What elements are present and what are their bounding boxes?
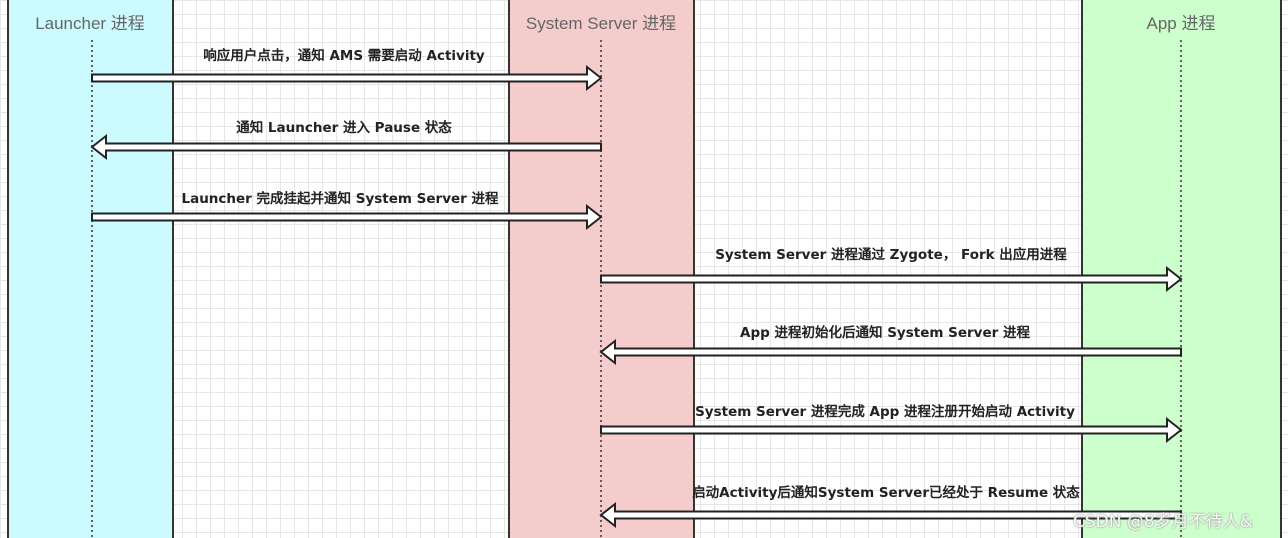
message-arrow-2 <box>90 133 602 161</box>
message-label-6: System Server 进程完成 App 进程注册开始启动 Activity <box>695 404 1075 420</box>
launcher-lane <box>7 0 174 538</box>
system-server-lane <box>508 0 695 538</box>
message-label-1: 响应用户点击，通知 AMS 需要启动 Activity <box>203 48 485 64</box>
message-label-2: 通知 Launcher 进入 Pause 状态 <box>236 120 452 136</box>
message-arrow-7 <box>599 501 1182 529</box>
message-label-4: System Server 进程通过 Zygote， Fork 出应用进程 <box>715 247 1067 263</box>
message-arrow-6 <box>600 416 1183 444</box>
message-arrow-3 <box>91 203 603 231</box>
message-label-7: 启动Activity后通知System Server已经处于 Resume 状态 <box>692 485 1080 501</box>
app-lane-title: App 进程 <box>1146 14 1216 33</box>
launcher-lane-title: Launcher 进程 <box>35 14 145 33</box>
app-lane <box>1081 0 1282 538</box>
message-label-5: App 进程初始化后通知 System Server 进程 <box>740 325 1030 341</box>
csdn-watermark: CSDN @8岁月不待人& <box>1073 512 1253 532</box>
message-arrow-4 <box>600 265 1183 293</box>
system-server-lane-title: System Server 进程 <box>525 14 677 33</box>
message-arrow-5 <box>599 338 1182 366</box>
message-arrow-1 <box>91 64 603 92</box>
message-label-3: Launcher 完成挂起并通知 System Server 进程 <box>181 191 499 207</box>
